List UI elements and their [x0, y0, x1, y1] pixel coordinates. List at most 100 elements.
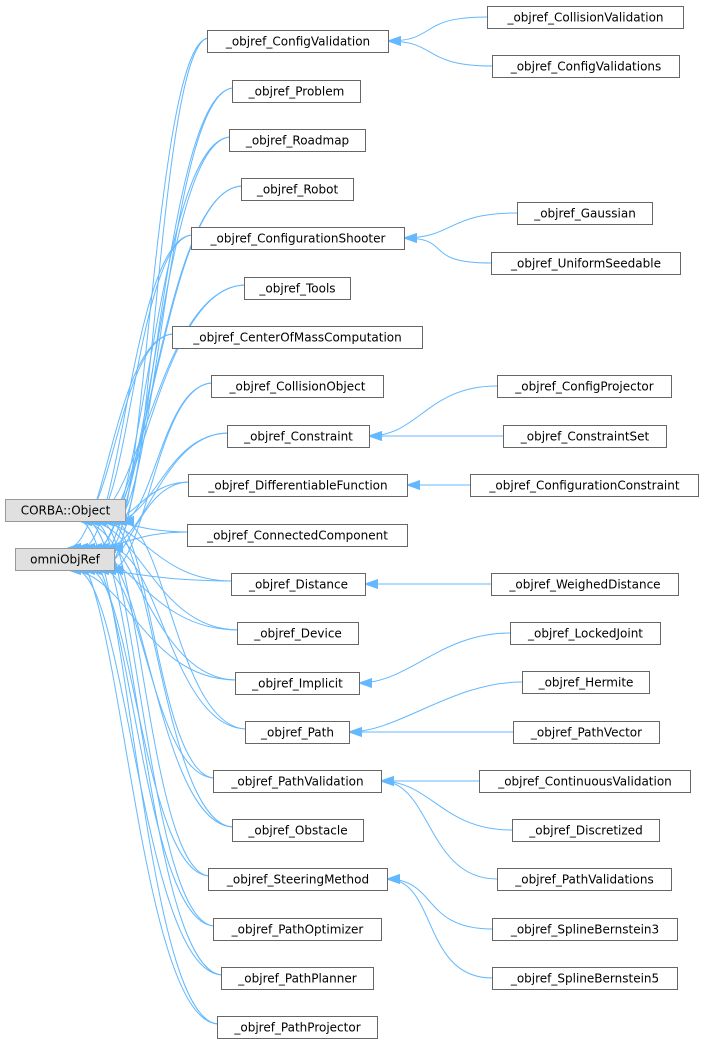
class-node-device[interactable]: _objref_Device — [237, 622, 359, 645]
class-box — [491, 573, 679, 596]
class-box — [188, 474, 408, 497]
edge-path-to-corba-object — [121, 521, 248, 730]
class-node-differentiable-function[interactable]: _objref_DifferentiableFunction — [188, 474, 408, 497]
class-node-center-of-mass-computation[interactable]: _objref_CenterOfMassComputation — [172, 326, 423, 349]
class-box — [497, 868, 672, 891]
class-label: _objref_ConfigProjector — [514, 380, 653, 394]
class-label: _objref_CollisionValidation — [506, 11, 663, 25]
edge-collision_object-to-omni-obj-ref — [110, 382, 214, 570]
class-node-discretized[interactable]: _objref_Discretized — [512, 819, 660, 842]
class-node-path-optimizer[interactable]: _objref_PathOptimizer — [213, 918, 382, 941]
class-box — [237, 622, 359, 645]
class-node-path[interactable]: _objref_Path — [245, 721, 350, 744]
class-label: _objref_Gaussian — [533, 207, 636, 221]
edge-config_validation-to-omni-obj-ref — [110, 37, 210, 548]
class-node-configuration-shooter[interactable]: _objref_ConfigurationShooter — [191, 227, 405, 250]
edge-locked_joint-to-implicit — [359, 632, 511, 683]
class-box — [512, 819, 660, 842]
class-label: _objref_Problem — [248, 85, 345, 99]
class-box — [211, 375, 384, 398]
class-label: _objref_SteeringMethod — [226, 873, 369, 887]
edge-spline_bernstein5-to-steering_method — [387, 879, 493, 979]
class-box — [479, 770, 691, 793]
class-label: CORBA::Object — [21, 504, 111, 518]
class-node-obstacle[interactable]: _objref_Obstacle — [232, 819, 364, 842]
class-node-constraint-set[interactable]: _objref_ConstraintSet — [503, 425, 667, 448]
class-label: _objref_Distance — [248, 578, 348, 592]
class-label: _objref_Robot — [256, 183, 339, 197]
edge-configuration_shooter-to-omni-obj-ref — [82, 234, 194, 548]
class-node-path-planner[interactable]: _objref_PathPlanner — [221, 967, 374, 990]
class-label: _objref_Hermite — [538, 676, 634, 690]
class-node-omni-obj-ref[interactable]: omniObjRef — [15, 548, 115, 571]
class-box — [232, 819, 364, 842]
class-box — [497, 375, 672, 398]
class-box — [510, 622, 661, 645]
class-label: _objref_Constraint — [243, 430, 353, 444]
class-node-problem[interactable]: _objref_Problem — [232, 80, 361, 103]
class-label: _objref_SplineBernstein3 — [510, 923, 659, 937]
class-box — [15, 548, 115, 571]
class-box — [229, 129, 366, 152]
class-node-config-validations[interactable]: _objref_ConfigValidations — [492, 55, 680, 78]
class-node-steering-method[interactable]: _objref_SteeringMethod — [208, 868, 388, 891]
class-node-spline-bernstein5[interactable]: _objref_SplineBernstein5 — [492, 967, 678, 990]
edge-path_projector-to-omni-obj-ref — [68, 548, 220, 1025]
class-box — [208, 868, 388, 891]
class-box — [522, 671, 650, 694]
class-label: _objref_ConfigValidations — [510, 60, 662, 74]
class-node-path-projector[interactable]: _objref_PathProjector — [217, 1016, 378, 1039]
class-box — [503, 425, 667, 448]
class-node-path-validations[interactable]: _objref_PathValidations — [497, 868, 672, 891]
class-node-connected-component[interactable]: _objref_ConnectedComponent — [187, 524, 408, 547]
class-node-distance[interactable]: _objref_Distance — [231, 573, 366, 596]
class-label: _objref_ConstraintSet — [520, 430, 650, 444]
class-label: _objref_Device — [253, 627, 342, 641]
edge-center_of_mass_computation-to-omni-obj-ref — [68, 333, 175, 548]
class-node-weighed-distance[interactable]: _objref_WeighedDistance — [491, 573, 679, 596]
class-node-collision-object[interactable]: _objref_CollisionObject — [211, 375, 384, 398]
class-node-corba-object[interactable]: CORBA::Object — [5, 499, 126, 522]
class-node-tools[interactable]: _objref_Tools — [244, 277, 351, 300]
class-node-spline-bernstein3[interactable]: _objref_SplineBernstein3 — [492, 918, 678, 941]
class-label: _objref_ConfigurationConstraint — [488, 479, 679, 493]
edge-problem-to-corba-object — [114, 87, 235, 521]
class-box — [232, 80, 361, 103]
class-label: _objref_LockedJoint — [527, 627, 643, 641]
edge-implicit-to-omni-obj-ref — [68, 570, 238, 681]
class-node-hermite[interactable]: _objref_Hermite — [522, 671, 650, 694]
class-box — [187, 524, 408, 547]
class-node-robot[interactable]: _objref_Robot — [241, 178, 354, 201]
class-box — [470, 474, 699, 497]
edge-path-to-omni-obj-ref — [110, 548, 248, 730]
class-node-config-validation[interactable]: _objref_ConfigValidation — [207, 30, 389, 53]
class-label: _objref_Obstacle — [247, 824, 347, 838]
class-node-gaussian[interactable]: _objref_Gaussian — [517, 202, 653, 225]
class-node-path-vector[interactable]: _objref_PathVector — [513, 721, 660, 744]
class-node-locked-joint[interactable]: _objref_LockedJoint — [510, 622, 661, 645]
class-node-constraint[interactable]: _objref_Constraint — [227, 425, 370, 448]
class-node-config-projector[interactable]: _objref_ConfigProjector — [497, 375, 672, 398]
class-node-collision-validation[interactable]: _objref_CollisionValidation — [487, 6, 684, 29]
class-label: _objref_PathPlanner — [237, 972, 356, 986]
class-box — [235, 672, 360, 695]
edge-gaussian-to-configuration_shooter — [404, 212, 518, 238]
class-label: _objref_UniformSeedable — [510, 257, 661, 271]
edge-discretized-to-path_validation — [381, 781, 513, 831]
class-label: _objref_Tools — [258, 282, 335, 296]
edge-path_planner-to-omni-obj-ref — [75, 570, 224, 976]
edge-config_projector-to-constraint — [369, 385, 498, 436]
class-box — [513, 721, 660, 744]
class-label: _objref_DifferentiableFunction — [207, 479, 387, 493]
class-label: _objref_Discretized — [528, 824, 642, 838]
class-box — [213, 918, 382, 941]
class-node-uniform-seedable[interactable]: _objref_UniformSeedable — [491, 252, 681, 275]
class-node-implicit[interactable]: _objref_Implicit — [235, 672, 360, 695]
class-node-path-validation[interactable]: _objref_PathValidation — [213, 770, 382, 793]
class-node-roadmap[interactable]: _objref_Roadmap — [229, 129, 366, 152]
class-label: _objref_PathProjector — [233, 1021, 360, 1035]
class-node-continuous-validation[interactable]: _objref_ContinuousValidation — [479, 770, 691, 793]
class-node-configuration-constraint[interactable]: _objref_ConfigurationConstraint — [470, 474, 699, 497]
class-box — [221, 967, 374, 990]
